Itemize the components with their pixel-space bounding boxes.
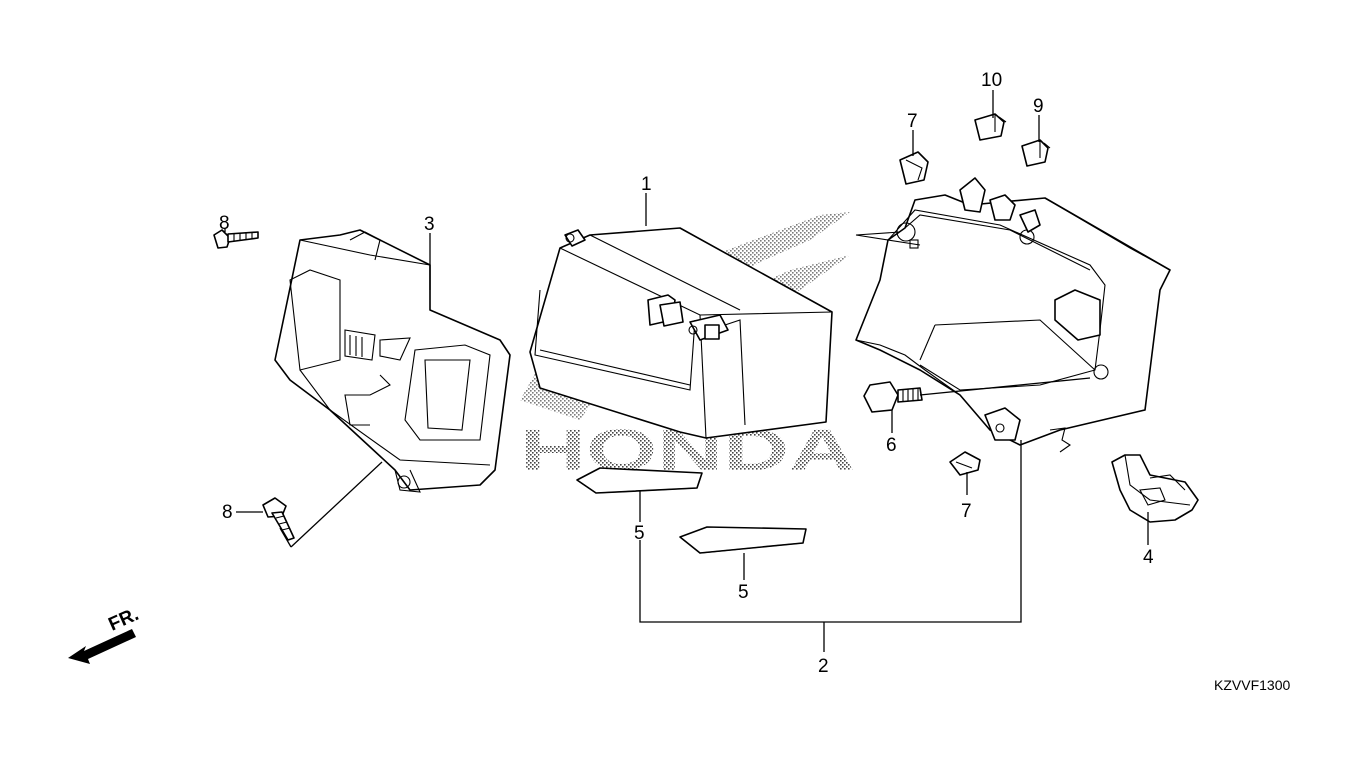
front-marker-label: FR. <box>105 604 142 636</box>
callout-nut-upper: 7 <box>907 111 918 132</box>
callout-battery-cover: 3 <box>424 214 435 235</box>
callout-battery-pad-right: 5 <box>738 582 749 603</box>
fuse-small <box>1021 139 1051 167</box>
callout-fuse-small: 9 <box>1033 96 1044 117</box>
nut-lower <box>949 451 981 476</box>
callout-tapping-screw-upper: 8 <box>219 213 230 234</box>
tapping-screw-upper <box>213 229 259 249</box>
battery-box <box>855 177 1171 453</box>
battery-pad-left <box>576 467 703 494</box>
callout-battery-box-assy: 2 <box>818 656 829 677</box>
tapping-screw-lower <box>262 497 295 541</box>
callout-battery: 1 <box>641 174 652 195</box>
front-direction-arrow: FR. <box>68 604 142 664</box>
callout-fuse-large: 10 <box>981 70 1002 91</box>
callout-battery-pad-left: 5 <box>634 523 645 544</box>
diagram-code: KZVVF1300 <box>1214 677 1290 693</box>
callout-nut-lower: 7 <box>961 501 972 522</box>
fuse-large <box>974 113 1007 141</box>
leader-lines <box>224 90 1149 652</box>
battery <box>529 227 833 439</box>
battery-cover <box>274 229 511 493</box>
fuse-box-cover <box>1111 454 1199 523</box>
callout-tapping-screw-lower: 8 <box>222 502 233 523</box>
callout-fuse-box-cover: 4 <box>1143 547 1154 568</box>
nut-upper <box>899 151 929 185</box>
flange-bolt <box>863 381 923 413</box>
battery-pad-right <box>679 526 807 554</box>
callout-flange-bolt: 6 <box>886 435 897 456</box>
